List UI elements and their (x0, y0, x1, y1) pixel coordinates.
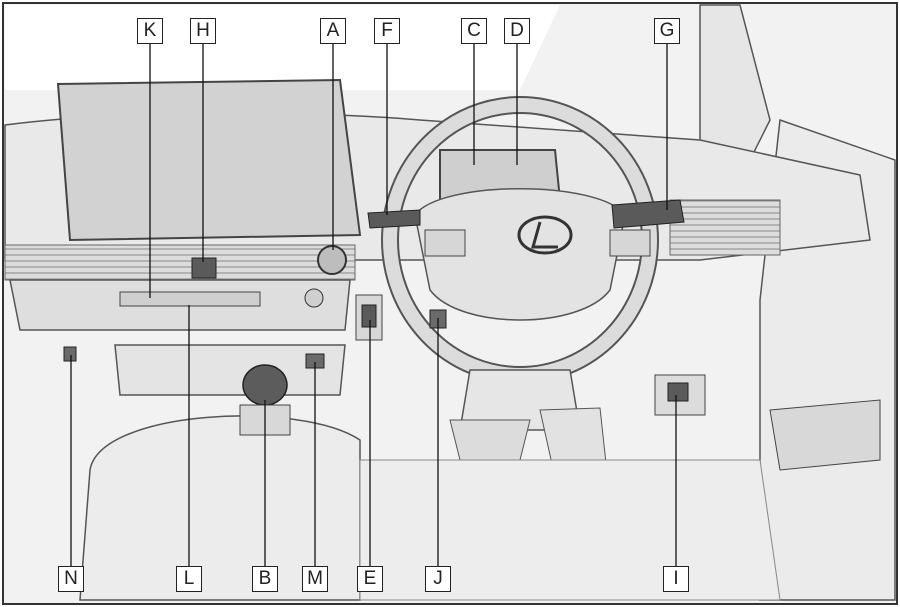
leader-lines (70, 44, 677, 566)
callout-J: J (425, 566, 451, 592)
wheel-switch-left (424, 229, 466, 257)
audio-knob (317, 245, 347, 275)
callout-A: A (320, 18, 346, 44)
callout-D: D (504, 18, 530, 44)
callout-F: F (374, 18, 400, 44)
vent-band (4, 244, 356, 281)
callout-B: B (252, 566, 278, 592)
fuel-door-switch (667, 382, 689, 402)
callout-C: C (461, 18, 487, 44)
hazard-switch (191, 257, 217, 279)
lexus-emblem (517, 215, 573, 255)
callout-I: I (663, 566, 689, 592)
volume-knob (304, 288, 324, 308)
lower-console (114, 344, 346, 396)
hood-release-switch (361, 304, 377, 328)
left-knee-switch (63, 346, 77, 362)
right-vent-band (669, 199, 781, 256)
callout-K: K (137, 18, 163, 44)
callout-L: L (176, 566, 202, 592)
brake-pedal (449, 419, 531, 461)
callout-H: H (190, 18, 216, 44)
callout-G: G (654, 18, 680, 44)
callout-E: E (357, 566, 383, 592)
wheel-switch-right (609, 229, 651, 257)
callout-N: N (58, 566, 84, 592)
climate-controls (119, 291, 261, 307)
left-stalk (367, 209, 421, 229)
armrest (79, 415, 361, 601)
lexus-emblem-mark (531, 221, 558, 249)
center-display (56, 78, 362, 242)
floor (359, 459, 781, 601)
right-stalk (611, 199, 685, 229)
callout-M: M (302, 566, 328, 592)
shift-knob (242, 364, 288, 406)
door-switch-panel (769, 399, 881, 471)
